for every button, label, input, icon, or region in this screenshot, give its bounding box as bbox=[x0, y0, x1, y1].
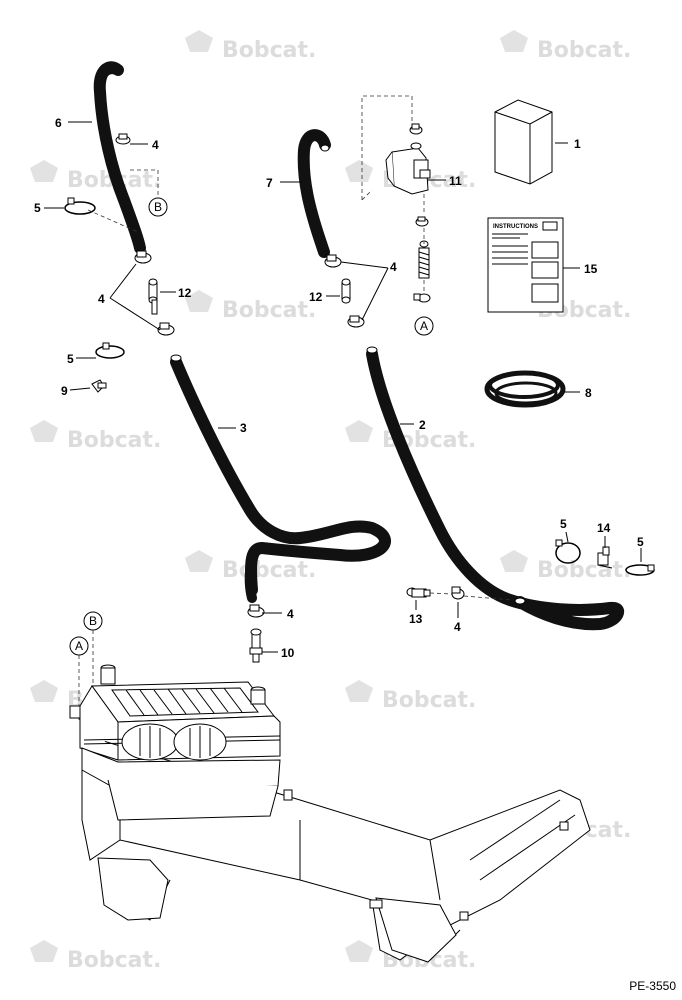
watermark-logo: Bobcat. bbox=[185, 550, 316, 583]
callout-5: 5 bbox=[67, 352, 74, 366]
watermark-logo: Bobcat. bbox=[30, 420, 161, 453]
hose-clamp-4-right-lower bbox=[451, 586, 465, 600]
watermark-logo: Bobcat. bbox=[500, 550, 631, 583]
watermark-logo: Bobcat. bbox=[345, 680, 476, 713]
callouts: 6 4 5 4 12 5 9 3 4 10 7 11 4 12 2 1 15 8… bbox=[34, 116, 644, 660]
heater-box-1 bbox=[494, 99, 553, 185]
reference-b-top: B bbox=[148, 197, 168, 217]
callout-4: 4 bbox=[98, 292, 105, 306]
reference-a-top: A bbox=[414, 316, 434, 336]
callout-10: 10 bbox=[281, 646, 295, 660]
heater-fittings bbox=[100, 664, 266, 705]
callout-1: 1 bbox=[574, 137, 581, 151]
heater-housing bbox=[69, 664, 293, 821]
svg-text:Bobcat.: Bobcat. bbox=[537, 38, 631, 63]
hose-clamp-5-right-b bbox=[625, 564, 655, 576]
hose-clamp-5-right-a bbox=[555, 539, 581, 564]
hose-6 bbox=[93, 61, 146, 254]
callout-5: 5 bbox=[34, 201, 41, 215]
callout-4: 4 bbox=[152, 138, 159, 152]
callout-12: 12 bbox=[309, 290, 323, 304]
bracket-14 bbox=[597, 546, 613, 569]
heater-grille bbox=[111, 687, 259, 717]
fitting-10 bbox=[249, 628, 263, 663]
hose-end-7 bbox=[320, 144, 330, 152]
hose-7 bbox=[297, 129, 331, 258]
svg-text:Bobcat.: Bobcat. bbox=[222, 38, 316, 63]
callout-5: 5 bbox=[560, 517, 567, 531]
watermark-logo: Bobcat. bbox=[185, 30, 316, 63]
hose-2 bbox=[366, 346, 624, 631]
callout-15: 15 bbox=[584, 262, 598, 276]
hose-spring-section bbox=[418, 240, 430, 279]
svg-text:B: B bbox=[154, 200, 162, 214]
hose-clamp-4-lower bbox=[247, 604, 265, 618]
svg-text:A: A bbox=[75, 639, 83, 653]
hose-clamp-5-left bbox=[95, 342, 125, 359]
callout-9: 9 bbox=[61, 384, 68, 398]
right-connector-assembly bbox=[324, 254, 365, 328]
svg-text:B: B bbox=[89, 614, 97, 628]
reference-a-bottom: A bbox=[69, 636, 89, 656]
watermark-logo: Bobcat. bbox=[30, 160, 161, 193]
watermark-logo: Bobcat. bbox=[185, 290, 316, 323]
callout-3: 3 bbox=[240, 421, 247, 435]
svg-text:Bobcat.: Bobcat. bbox=[222, 298, 316, 323]
svg-text:A: A bbox=[420, 319, 428, 333]
figure-code: PE-3550 bbox=[629, 979, 676, 993]
callout-5: 5 bbox=[637, 535, 644, 549]
watermark-logo: Bobcat. bbox=[500, 30, 631, 63]
callout-4: 4 bbox=[287, 607, 294, 621]
callout-4: 4 bbox=[390, 260, 397, 274]
hose-clamp-4 bbox=[115, 133, 131, 145]
heater-valve-11 bbox=[385, 142, 431, 195]
svg-text:Bobcat.: Bobcat. bbox=[67, 428, 161, 453]
hose-clamp-under-valve bbox=[415, 216, 429, 227]
watermark-logo: Bobcat. bbox=[30, 940, 161, 973]
callout-12: 12 bbox=[178, 286, 192, 300]
callout-6: 6 bbox=[55, 116, 62, 130]
callout-2: 2 bbox=[419, 418, 426, 432]
instructions-sheet-15: INSTRUCTIONS bbox=[487, 217, 564, 313]
connector-13 bbox=[406, 587, 431, 598]
svg-text:Bobcat.: Bobcat. bbox=[382, 688, 476, 713]
hose-clamp-5-upper bbox=[64, 197, 96, 215]
svg-text:INSTRUCTIONS: INSTRUCTIONS bbox=[493, 224, 538, 230]
callout-14: 14 bbox=[597, 521, 611, 535]
reference-b-bottom: B bbox=[83, 611, 103, 631]
callout-7: 7 bbox=[266, 176, 273, 190]
callout-11: 11 bbox=[449, 174, 462, 188]
leader-lines bbox=[44, 121, 642, 653]
svg-text:Bobcat.: Bobcat. bbox=[222, 558, 316, 583]
hose-3 bbox=[170, 354, 391, 603]
coiled-hose-8 bbox=[484, 370, 566, 408]
callout-8: 8 bbox=[585, 386, 592, 400]
svg-text:Bobcat.: Bobcat. bbox=[537, 558, 631, 583]
watermark-logo: Bobcat. bbox=[345, 420, 476, 453]
callout-4: 4 bbox=[454, 620, 461, 634]
left-connector-assembly bbox=[134, 250, 175, 336]
hose-clamp-lower-valve bbox=[413, 293, 431, 303]
callout-13: 13 bbox=[409, 612, 423, 626]
blower-wheels bbox=[121, 723, 227, 761]
hose-clamp-top-valve bbox=[409, 123, 423, 135]
svg-text:Bobcat.: Bobcat. bbox=[67, 948, 161, 973]
screw-9 bbox=[91, 379, 107, 393]
